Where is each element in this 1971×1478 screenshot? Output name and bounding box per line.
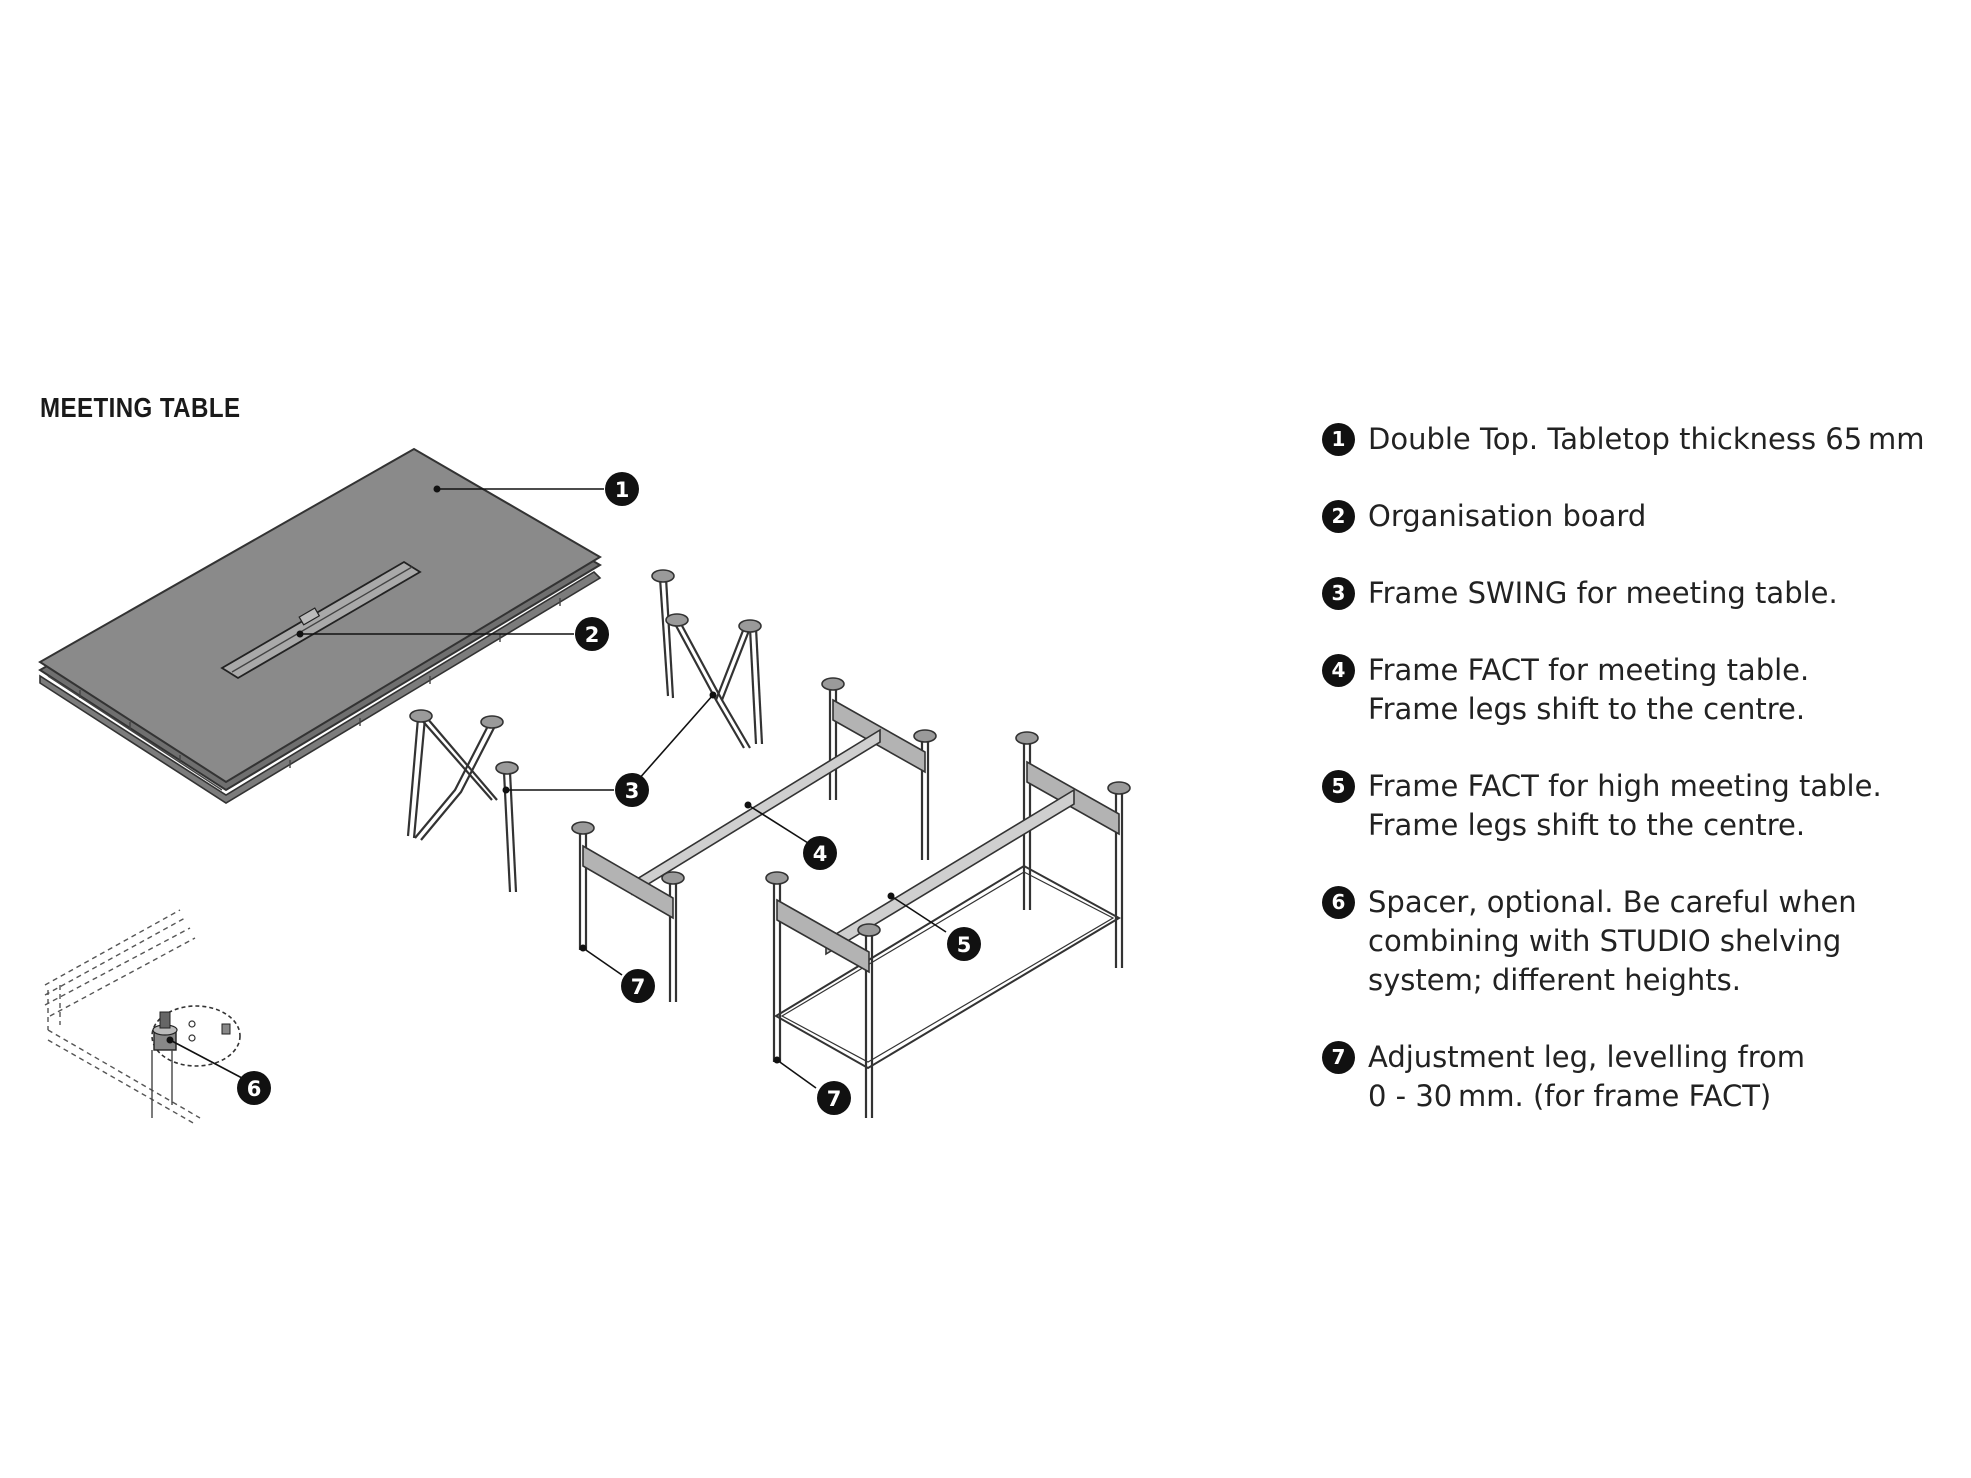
legend-item-4: 4 Frame FACT for meeting table. Frame le…	[1322, 651, 1962, 729]
legend-text: combining with STUDIO shelving	[1368, 924, 1842, 958]
frame-fact	[571, 677, 937, 1002]
legend-number-badge: 7	[1322, 1041, 1355, 1074]
callout-5: 5	[947, 927, 981, 961]
callout-number: 4	[813, 842, 828, 866]
legend-text: Organisation board	[1368, 499, 1647, 533]
legend-item-3: 3 Frame SWING for meeting table.	[1322, 574, 1962, 613]
legend-text: Frame FACT for high meeting table.	[1368, 769, 1882, 803]
legend-number-badge: 1	[1322, 423, 1355, 456]
callout-6: 6	[237, 1071, 271, 1105]
callout-number: 7	[827, 1087, 842, 1111]
callout-1: 1	[605, 472, 639, 506]
callout-number: 1	[615, 478, 630, 502]
legend-number-badge: 4	[1322, 654, 1355, 687]
parts-legend: 1 Double Top. Tabletop thickness 65 mm 2…	[1322, 420, 1962, 1116]
legend-text: Spacer, optional. Be careful when	[1368, 885, 1857, 919]
callout-number: 6	[247, 1077, 262, 1101]
legend-text: Frame legs shift to the centre.	[1368, 692, 1806, 726]
legend-text: system; different heights.	[1368, 963, 1741, 997]
callout-3: 3	[615, 773, 649, 807]
legend-number-badge: 2	[1322, 500, 1355, 533]
legend-text: Frame FACT for meeting table.	[1368, 653, 1810, 687]
legend-text: Adjustment leg, levelling from	[1368, 1040, 1806, 1074]
leader-lines	[166, 485, 947, 1089]
callout-4: 4	[803, 836, 837, 870]
legend-number-badge: 6	[1322, 886, 1355, 919]
legend-number-badge: 3	[1322, 577, 1355, 610]
spacer-detail	[44, 909, 241, 1125]
legend-item-1: 1 Double Top. Tabletop thickness 65 mm	[1322, 420, 1962, 459]
callout-2: 2	[575, 617, 609, 651]
legend-text: Frame SWING for meeting table.	[1368, 576, 1838, 610]
legend-number-badge: 5	[1322, 770, 1355, 803]
legend-item-5: 5 Frame FACT for high meeting table. Fra…	[1322, 767, 1962, 845]
frame-fact-high	[765, 731, 1131, 1118]
legend-item-2: 2 Organisation board	[1322, 497, 1962, 536]
callout-number: 5	[957, 933, 972, 957]
legend-item-7: 7 Adjustment leg, levelling from 0 - 30 …	[1322, 1038, 1962, 1116]
callout-number: 7	[631, 975, 646, 999]
legend-text: Double Top. Tabletop thickness 65 mm	[1368, 422, 1925, 456]
page-title: MEETING TABLE	[40, 392, 241, 423]
callout-7-fact: 7	[621, 969, 655, 1003]
legend-text: Frame legs shift to the centre.	[1368, 808, 1806, 842]
legend-text: 0 - 30 mm. (for frame FACT)	[1368, 1079, 1772, 1113]
callout-7-fact-high: 7	[817, 1081, 851, 1115]
callout-number: 2	[585, 623, 600, 647]
legend-item-6: 6 Spacer, optional. Be careful when comb…	[1322, 883, 1962, 1000]
frame-swing	[406, 569, 764, 893]
callout-number: 3	[625, 779, 640, 803]
organisation-board	[220, 560, 422, 680]
